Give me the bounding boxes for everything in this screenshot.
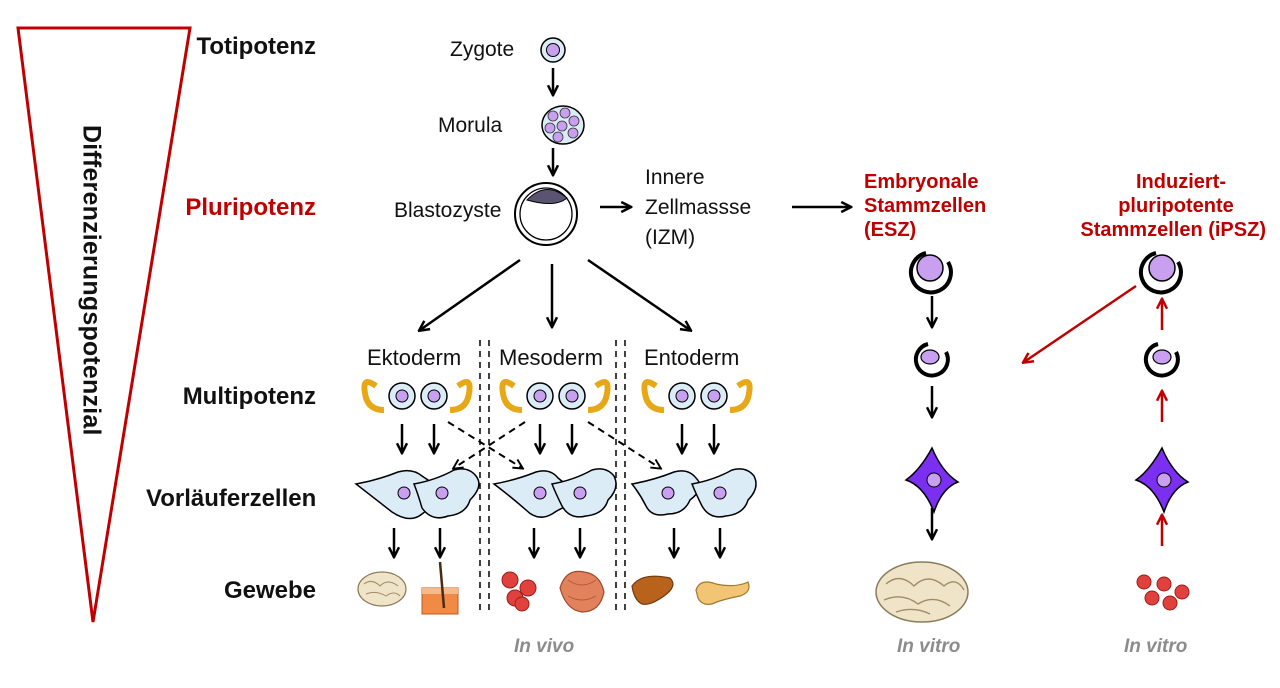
- blastocyst-cell: [514, 182, 578, 246]
- level-pluripotency: Pluripotenz: [185, 194, 316, 221]
- esc-heading-1: Embryonale: [864, 171, 979, 193]
- esc-neuron: [904, 446, 960, 515]
- footer-in-vivo: In vivo: [514, 636, 575, 657]
- ipsc-blood-cells-icon: [1136, 574, 1190, 611]
- esc-heading-3: (ESZ): [864, 219, 917, 241]
- solid-arrows-row2: [394, 528, 720, 556]
- ectoderm-stem-cells: [361, 379, 473, 413]
- label-icm-1: Innere: [645, 166, 705, 189]
- label-icm-3: (IZM): [645, 226, 696, 249]
- ipsc-heading-3: Stammzellen (iPSZ): [1080, 219, 1266, 241]
- muscle-icon: [559, 570, 605, 613]
- brain-icon: [357, 571, 407, 607]
- level-progenitors: Vorläuferzellen: [146, 485, 317, 512]
- pancreas-icon: [695, 581, 750, 605]
- axis-title-container: Differenzierungspotenzial: [56, 60, 126, 500]
- mesoderm-stem-cells: [499, 379, 611, 413]
- endoderm-stem-cells: [641, 379, 753, 413]
- esc-cell-2: [913, 342, 950, 378]
- ipsc-heading-2: pluripotente: [1118, 195, 1234, 217]
- zygote-cell: [540, 37, 566, 63]
- axis-title: Differenzierungspotenzial: [77, 124, 106, 436]
- solid-arrows-row1: [402, 424, 714, 452]
- ipsc-heading-1: Induziert-: [1136, 171, 1226, 193]
- column-separators: [479, 340, 626, 610]
- footer-in-vitro-esc: In vitro: [897, 636, 961, 657]
- differentiation-triangle: [16, 26, 192, 623]
- progenitor-cells: [354, 468, 757, 520]
- transdifferentiation-arrows: [447, 421, 660, 468]
- ipsc-cell-2: [1143, 342, 1180, 378]
- label-icm-2: Zellmassse: [645, 196, 752, 219]
- label-endoderm: Entoderm: [644, 345, 740, 370]
- label-blastocyst: Blastozyste: [394, 199, 502, 222]
- skin-hair-icon: [421, 561, 459, 615]
- arrow-to-endoderm: [587, 258, 690, 330]
- blood-cells-icon: [501, 571, 537, 612]
- arrow-ipsc-to-esc: [1024, 284, 1137, 362]
- morula-cell: [541, 105, 585, 145]
- level-multipotency: Multipotenz: [182, 383, 316, 410]
- label-ectoderm: Ektoderm: [367, 345, 462, 370]
- progenitor-nuclei: [397, 486, 727, 500]
- label-morula: Morula: [438, 114, 503, 137]
- level-tissue: Gewebe: [223, 577, 316, 604]
- esc-brain-icon: [875, 561, 969, 623]
- ipsc-cell-1: [1138, 251, 1183, 295]
- arrow-to-ectoderm: [420, 258, 521, 330]
- label-mesoderm: Mesoderm: [499, 345, 603, 370]
- label-zygote: Zygote: [450, 38, 515, 61]
- footer-in-vitro-ipsc: In vitro: [1124, 636, 1188, 657]
- esc-heading-2: Stammzellen: [864, 195, 987, 217]
- esc-cell-1: [908, 251, 953, 295]
- liver-icon: [631, 575, 674, 605]
- level-totipotency: Totipotenz: [196, 33, 316, 60]
- ipsc-neuron: [1134, 446, 1190, 515]
